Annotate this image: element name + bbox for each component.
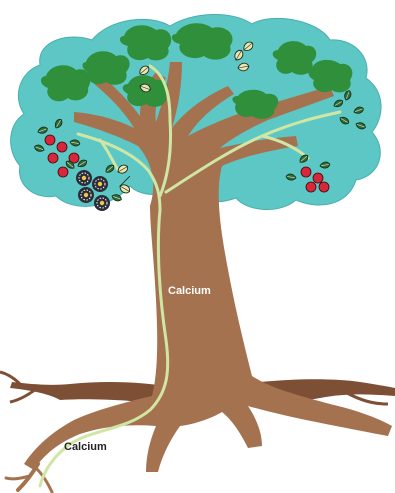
apple-icon [313,173,323,183]
flower-icon [78,187,94,203]
trunk-calcium-label: Calcium [168,286,211,297]
flower-icon [92,176,108,192]
flower-icon [94,195,110,211]
apple-icon [319,182,329,192]
apple-icon [48,153,58,163]
apple-icon [58,167,68,177]
apple-icon [306,182,316,192]
flower-icon [76,170,92,186]
root-calcium-label: Calcium [64,442,107,453]
apple-icon [301,167,311,177]
apple-icon [57,142,67,152]
apple-icon [45,135,55,145]
